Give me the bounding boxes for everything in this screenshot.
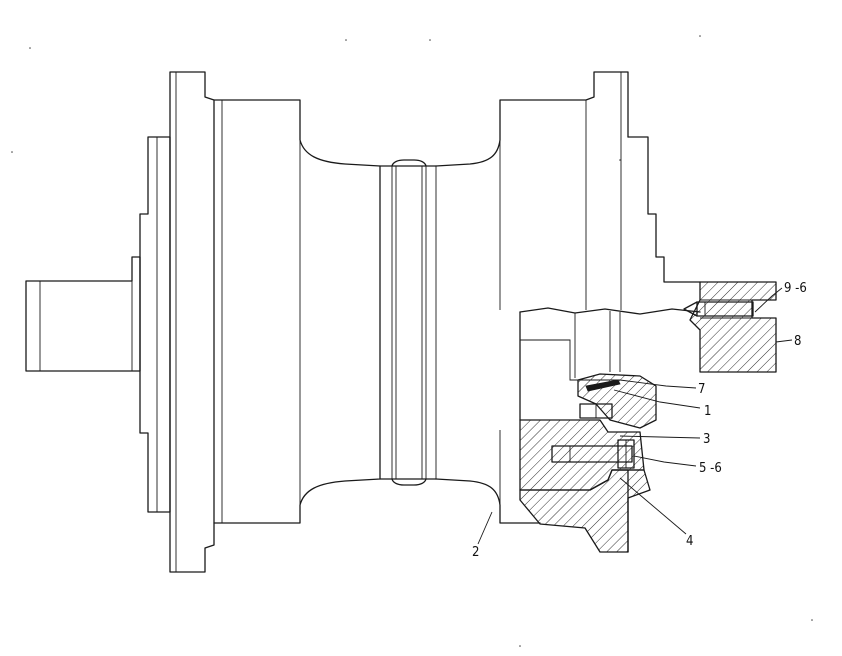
scan-specks: [11, 35, 813, 647]
leader-8: [775, 339, 793, 343]
leader-9-6: [754, 287, 783, 313]
plug-part-9: [683, 301, 754, 317]
end-collar-part-8: [689, 281, 777, 373]
callout-8: 8: [794, 334, 801, 349]
callout-4: 4: [686, 534, 693, 549]
duo-cone-seal-parts-7-1: [577, 373, 657, 429]
center-hub-ridge: [379, 159, 437, 486]
left-shaft-end: [25, 256, 141, 372]
leader-4: [619, 477, 687, 535]
callout-9-6: 9 -6: [784, 281, 807, 296]
roller-shell-section-part-4: [519, 469, 651, 553]
left-roller-body: [213, 99, 381, 524]
leader-7: [619, 379, 697, 389]
right-roller-body: [435, 71, 701, 524]
leader-5-6: [633, 455, 697, 467]
callout-labels: 9 -6 8 7 1 3 5 -6 4 2: [472, 281, 807, 560]
leader-2: [477, 511, 493, 545]
callout-3: 3: [703, 432, 710, 447]
callout-1: 1: [704, 404, 711, 419]
section-break-line: [519, 307, 701, 421]
left-collar: [139, 136, 171, 513]
left-outer-flange: [169, 71, 215, 573]
callout-5-6: 5 -6: [699, 461, 722, 476]
callout-7: 7: [698, 382, 705, 397]
callout-leaders: [477, 287, 793, 545]
callout-2: 2: [472, 545, 479, 560]
leader-1: [613, 389, 701, 409]
leader-3: [619, 435, 701, 439]
